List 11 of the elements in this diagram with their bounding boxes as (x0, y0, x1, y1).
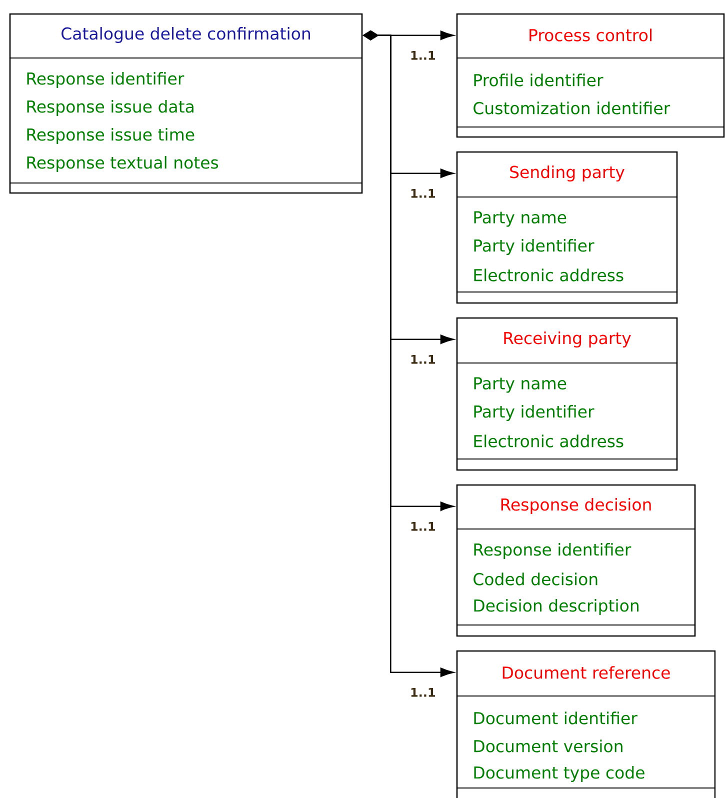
class-box: Receiving party Party name Party identifier Electronic address (456, 317, 678, 471)
class-box: Process control Profile identifier Customization identifier (456, 13, 725, 138)
multiplicity-label: 1..1 (411, 354, 435, 364)
class-box: Document reference Document identifier Document version Document type code (456, 650, 716, 798)
multiplicity-label: 1..1 (411, 188, 435, 198)
class-box: Sending party Party name Party identifier Electronic address (456, 151, 678, 304)
multiplicity-label: 1..1 (411, 50, 435, 60)
multiplicity-label: 1..1 (411, 688, 435, 697)
class-box: Response decision Response identifier Coded decision Decision description (456, 484, 696, 637)
multiplicity-label: 1..1 (411, 522, 435, 531)
class-box: Catalogue delete confirmation Response identifier Response issue data Response issue time Response textual notes (9, 13, 363, 194)
